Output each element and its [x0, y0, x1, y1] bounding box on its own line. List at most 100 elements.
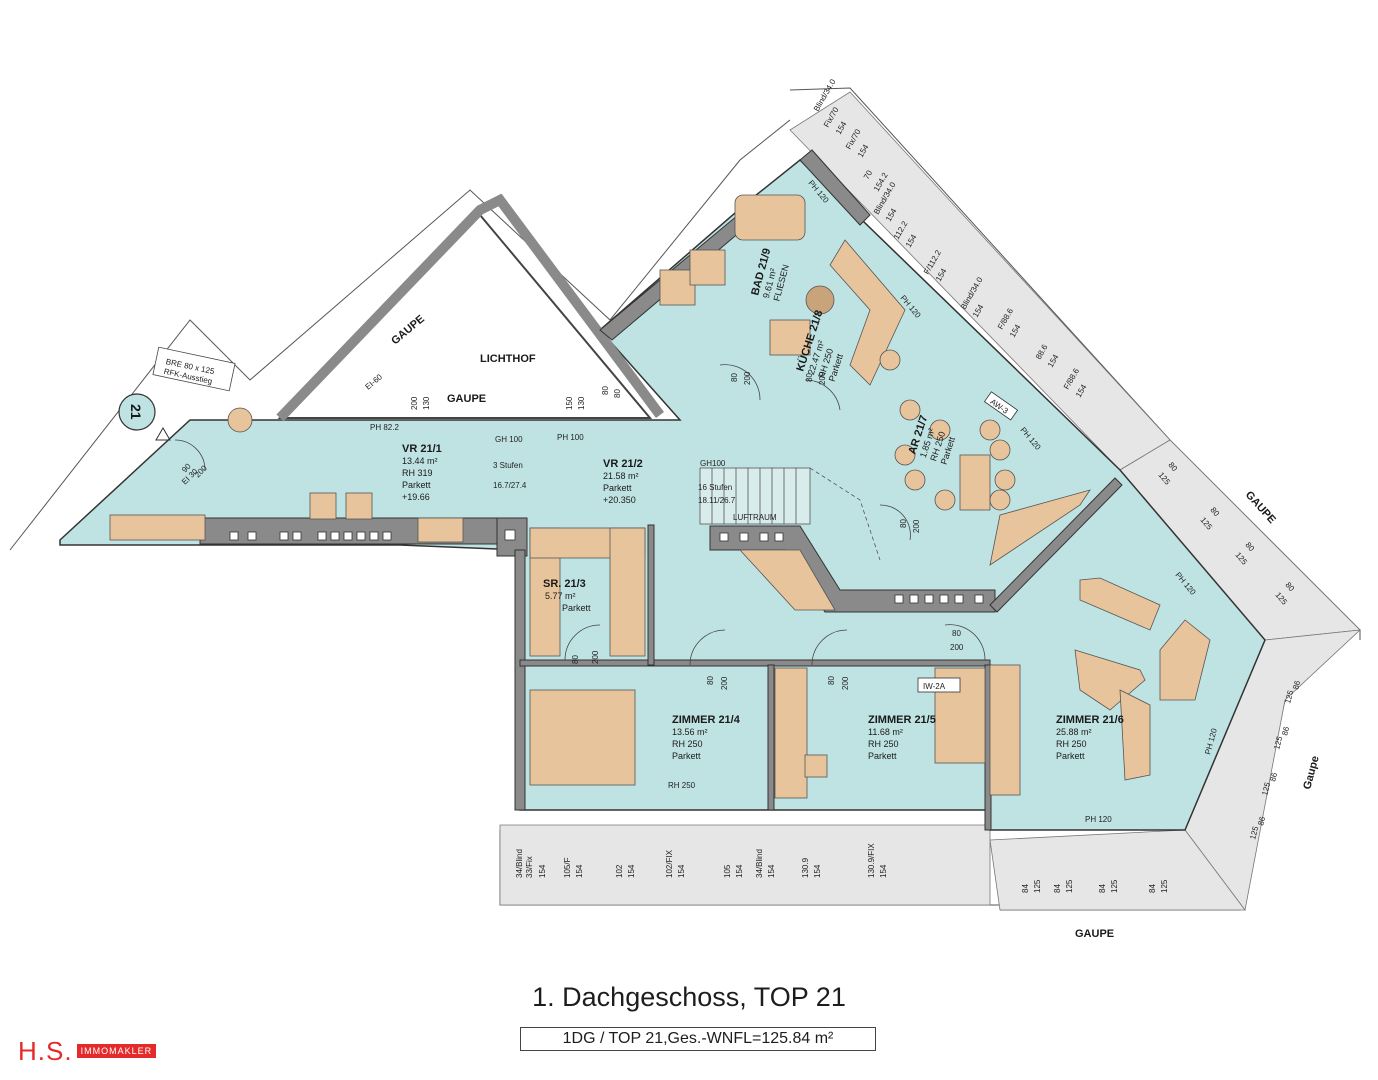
svg-text:80: 80 — [730, 373, 739, 382]
svg-text:154: 154 — [813, 864, 822, 878]
label-ph120-bottom: PH 120 — [1085, 815, 1112, 824]
room-label-ar: AR 21/7 1.85 m² RH 250 Parkett — [906, 414, 957, 466]
svg-text:86: 86 — [1268, 771, 1279, 782]
logo-mark: H.S. — [18, 1036, 73, 1066]
svg-text:200: 200 — [743, 371, 752, 385]
apartment-marker: 21 — [118, 393, 171, 441]
svg-text:102: 102 — [615, 864, 624, 878]
label-gh100b: GH100 — [700, 459, 726, 468]
label-ph100: PH 100 — [557, 433, 584, 442]
svg-text:Parkett: Parkett — [402, 480, 431, 490]
logo-text: IMMOMAKLER — [76, 1044, 157, 1058]
svg-text:200: 200 — [410, 396, 419, 410]
label-gaupe-bottom: GAUPE — [1075, 928, 1114, 940]
svg-text:VR 21/1: VR 21/1 — [402, 443, 442, 455]
svg-text:84: 84 — [1021, 884, 1030, 893]
svg-text:80: 80 — [805, 373, 814, 382]
svg-text:33/Fix: 33/Fix — [525, 856, 534, 878]
room-label-z6: ZIMMER 21/6 25.88 m² RH 250 Parkett — [1056, 714, 1124, 761]
svg-text:Parkett: Parkett — [868, 751, 897, 761]
plan-subtitle: 1DG / TOP 21,Ges.-WNFL=125.84 m² — [520, 1027, 876, 1051]
label-ph822: PH 82.2 — [370, 423, 399, 432]
svg-text:11.68 m²: 11.68 m² — [868, 727, 903, 737]
room-label-vr1: VR 21/1 13.44 m² RH 319 Parkett +19.66 — [402, 443, 442, 502]
lichthof-wall — [276, 193, 665, 422]
svg-text:125: 125 — [1248, 825, 1260, 841]
svg-text:154: 154 — [879, 864, 888, 878]
svg-text:130: 130 — [577, 396, 586, 410]
room-label-z5: ZIMMER 21/5 11.68 m² RH 250 Parkett — [868, 714, 936, 761]
svg-text:RH 319: RH 319 — [402, 468, 433, 478]
svg-text:80: 80 — [899, 519, 908, 528]
svg-text:Parkett: Parkett — [603, 483, 632, 493]
svg-text:125: 125 — [1260, 781, 1272, 797]
svg-text:80: 80 — [706, 676, 715, 685]
window-marks — [229, 529, 984, 604]
label-gaupe-lichthof: GAUPE — [447, 393, 486, 405]
svg-text:80: 80 — [571, 655, 580, 664]
svg-text:102/FIX: 102/FIX — [665, 849, 674, 878]
staircase — [699, 467, 881, 561]
label-gaupe-side: Gaupe — [1301, 755, 1321, 791]
label-stufen16-dim: 18.11/26.7 — [698, 496, 736, 505]
svg-text:125: 125 — [1033, 879, 1042, 893]
svg-text:105: 105 — [723, 864, 732, 878]
label-stufen16: 16 Stufen — [698, 483, 732, 492]
svg-text:RH 250: RH 250 — [672, 739, 703, 749]
svg-text:Parkett: Parkett — [672, 751, 701, 761]
svg-text:80: 80 — [613, 389, 622, 398]
svg-text:86: 86 — [1280, 725, 1291, 736]
svg-text:130: 130 — [422, 396, 431, 410]
svg-text:154: 154 — [677, 864, 686, 878]
chairs — [805, 285, 1016, 511]
svg-text:80: 80 — [601, 386, 610, 395]
svg-text:200: 200 — [591, 650, 600, 664]
svg-text:+19.66: +19.66 — [402, 492, 430, 502]
svg-text:5.77 m²: 5.77 m² — [545, 591, 576, 601]
svg-text:86: 86 — [1291, 679, 1302, 690]
svg-text:125: 125 — [1160, 879, 1169, 893]
svg-text:ZIMMER 21/4: ZIMMER 21/4 — [672, 714, 741, 726]
label-rh250: RH 250 — [668, 781, 696, 790]
svg-text:25.88 m²: 25.88 m² — [1056, 727, 1092, 737]
svg-text:200: 200 — [912, 519, 921, 533]
label-stufen3: 3 Stufen — [493, 461, 523, 470]
roof-bands — [499, 91, 1362, 911]
room-label-sr3: SR. 21/3 5.77 m² Parkett — [543, 578, 591, 613]
lichthof — [277, 213, 653, 419]
label-lichthof: LICHTHOF — [480, 353, 536, 365]
bottom-window-dims: 34/Blind 33/Fix 154 105/F 154 102 154 10… — [515, 843, 1169, 893]
svg-text:154: 154 — [538, 864, 547, 878]
door-swings — [174, 364, 986, 666]
svg-text:150: 150 — [565, 396, 574, 410]
svg-text:154: 154 — [575, 864, 584, 878]
svg-text:80: 80 — [952, 629, 961, 638]
svg-text:130.9: 130.9 — [801, 857, 810, 878]
floor-plan: VR 21/1 13.44 m² RH 319 Parkett +19.66 V… — [9, 77, 1362, 940]
svg-text:84: 84 — [1053, 884, 1062, 893]
svg-text:21: 21 — [128, 404, 144, 420]
lichthof-dims: 200 130 150 130 80 80 — [410, 386, 622, 410]
svg-text:ZIMMER 21/5: ZIMMER 21/5 — [868, 714, 936, 726]
label-luftraum: LUFTRAUM — [733, 513, 777, 522]
svg-text:125: 125 — [1065, 879, 1074, 893]
svg-text:RH 250: RH 250 — [1056, 739, 1087, 749]
rfk-box: BRE 80 x 125 RFK-Ausstieg — [152, 346, 236, 392]
iw2a-tag: IW-2A — [917, 677, 961, 693]
svg-text:154: 154 — [767, 864, 776, 878]
svg-text:VR 21/2: VR 21/2 — [603, 458, 643, 470]
svg-text:+20.350: +20.350 — [603, 495, 636, 505]
svg-text:80: 80 — [827, 676, 836, 685]
svg-text:154: 154 — [735, 864, 744, 878]
svg-text:125: 125 — [1272, 735, 1284, 751]
svg-text:105/F: 105/F — [563, 857, 572, 878]
svg-text:Parkett: Parkett — [562, 603, 591, 613]
svg-text:130.9/FIX: 130.9/FIX — [867, 843, 876, 878]
svg-text:84: 84 — [1098, 884, 1107, 893]
svg-text:154: 154 — [627, 864, 636, 878]
svg-text:13.56 m²: 13.56 m² — [672, 727, 708, 737]
room-label-vr2: VR 21/2 21.58 m² Parkett +20.350 — [603, 458, 643, 505]
svg-text:21.58 m²: 21.58 m² — [603, 471, 639, 481]
svg-text:ZIMMER 21/6: ZIMMER 21/6 — [1056, 714, 1124, 726]
svg-text:RH 250: RH 250 — [868, 739, 899, 749]
